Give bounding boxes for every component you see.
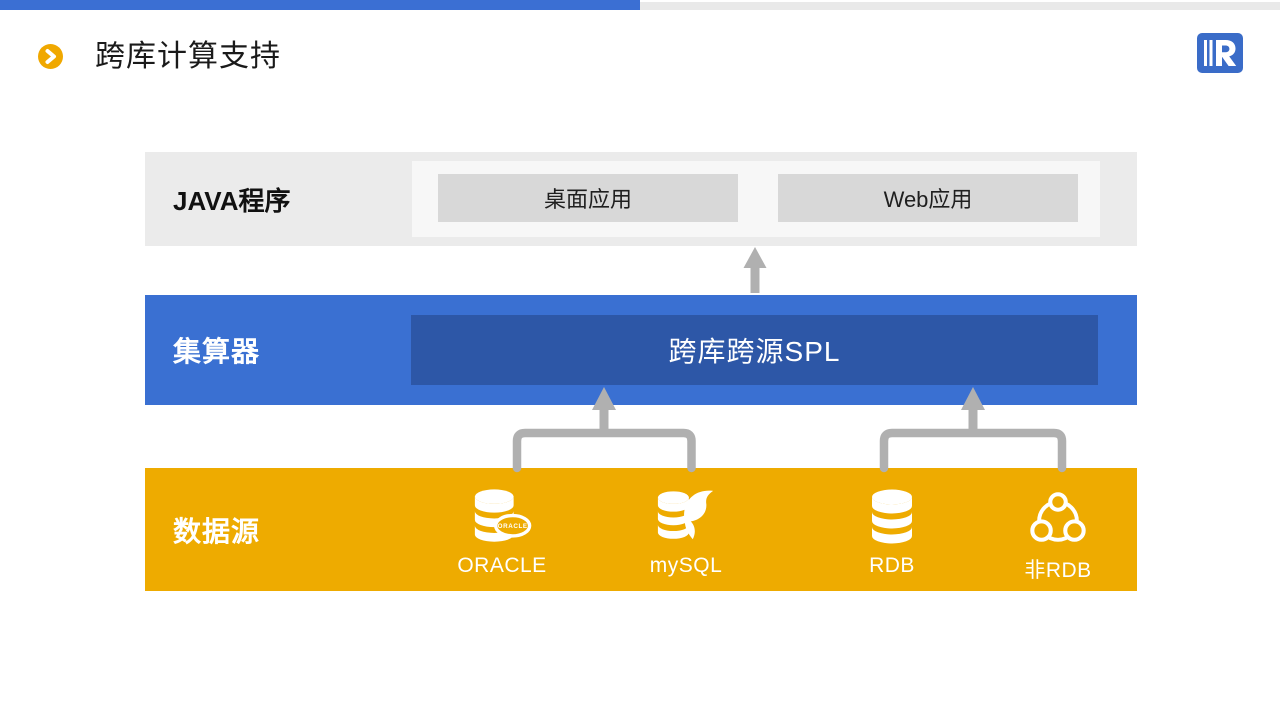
mysql-db-icon: [616, 486, 756, 548]
source-label: RDB: [869, 554, 915, 577]
source-oracle: ORACLE ORACLE: [432, 486, 572, 578]
mysql-dolphin: [684, 490, 714, 540]
bracket-connector: [879, 428, 1067, 473]
cross-db-spl-box: 跨库跨源SPL: [411, 315, 1098, 385]
layer-esproc-label: 集算器: [173, 336, 261, 367]
chevron-right-icon: [38, 44, 63, 69]
layer-java: JAVA程序 桌面应用 Web应用: [145, 152, 1137, 246]
up-arrow-icon: [743, 247, 767, 293]
layer-datasource: 数据源 ORACLE ORACLE mySQL: [145, 468, 1137, 591]
source-mysql: mySQL: [616, 486, 756, 578]
source-label: ORACLE: [457, 554, 547, 577]
cluster-icon: [988, 486, 1128, 548]
oracle-badge-text: ORACLE: [498, 523, 528, 530]
desktop-app-box: 桌面应用: [438, 174, 738, 222]
source-label: mySQL: [649, 554, 723, 577]
bracket-connector: [512, 428, 696, 473]
web-app-box: Web应用: [778, 174, 1078, 222]
layer-datasource-label: 数据源: [173, 515, 261, 547]
layer-esproc: 集算器 跨库跨源SPL: [145, 295, 1137, 405]
oracle-db-icon: ORACLE: [432, 486, 572, 548]
top-accent-bar-gray: [640, 2, 1280, 10]
layer-java-label: JAVA程序: [173, 185, 291, 216]
database-icon: [822, 486, 962, 548]
page-title: 跨库计算支持: [95, 40, 281, 73]
source-nonrdb: 非RDB: [988, 486, 1128, 584]
java-apps-container: 桌面应用 Web应用: [412, 161, 1100, 237]
raqsoft-logo: [1197, 33, 1243, 73]
source-rdb: RDB: [822, 486, 962, 578]
top-accent-bar-blue: [0, 0, 640, 10]
source-label: 非RDB: [1024, 559, 1092, 582]
